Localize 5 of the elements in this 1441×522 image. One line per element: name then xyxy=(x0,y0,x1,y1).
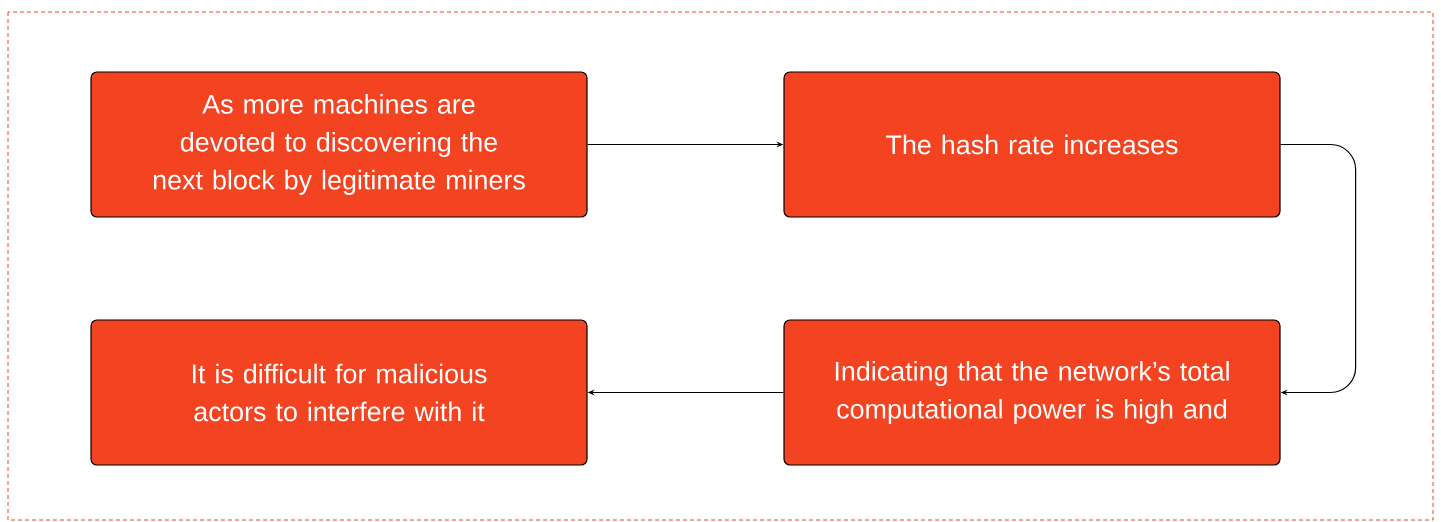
process-box: It is difficult for malicious actors to interfere with it xyxy=(90,319,588,466)
process-box: The hash rate increases xyxy=(783,71,1281,218)
arrow xyxy=(1280,143,1357,396)
process-box: Indicating that the network’s total computational power is high and xyxy=(783,319,1281,466)
process-box: As more machines are devoted to discovering the next block by legitimate miners xyxy=(90,71,588,218)
